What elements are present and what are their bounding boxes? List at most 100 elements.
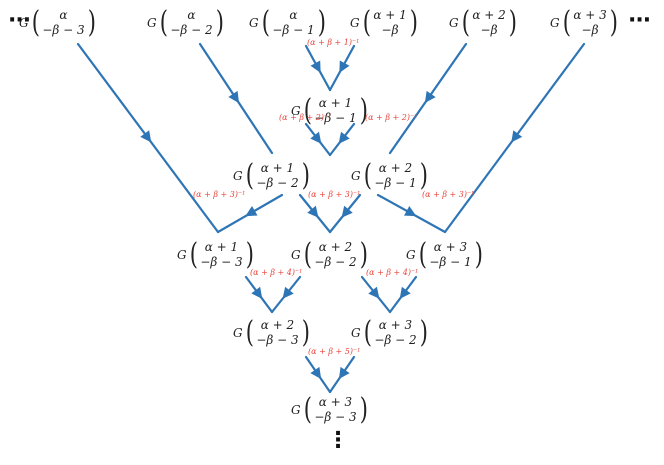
node-g-symbol: G xyxy=(147,16,157,30)
weight-label: (α + β + 3)⁻¹ xyxy=(308,190,361,199)
binomial-node: G(α + 2−β − 2) xyxy=(291,240,369,270)
arrowhead xyxy=(338,366,350,380)
right-paren: ) xyxy=(87,5,96,40)
node-g-symbol: G xyxy=(291,104,301,118)
node-top: α + 1 xyxy=(204,240,239,254)
binomial-node: G(α + 3−β − 1) xyxy=(406,240,484,270)
node-top: α + 1 xyxy=(260,161,295,175)
binomial-node: G(α−β − 3) xyxy=(19,8,97,38)
right-ellipsis: ··· xyxy=(628,8,651,33)
node-stack: α + 3−β xyxy=(572,8,607,38)
node-bottom: −β − 2 xyxy=(314,255,357,269)
right-paren: ) xyxy=(409,5,418,40)
node-g-symbol: G xyxy=(351,326,361,340)
left-paren: ( xyxy=(461,5,470,40)
binomial-node: G(α + 2−β) xyxy=(449,8,518,38)
node-bottom: −β − 2 xyxy=(374,333,417,347)
arrowhead xyxy=(282,286,294,299)
binomial-node: G(α + 1−β − 1) xyxy=(291,96,369,126)
node-top: α + 2 xyxy=(318,240,353,254)
node-top: α xyxy=(187,8,196,22)
binomial-node: G(α + 1−β − 3) xyxy=(177,240,255,270)
left-paren: ( xyxy=(303,237,312,272)
right-paren: ) xyxy=(359,237,368,272)
node-g-symbol: G xyxy=(350,16,360,30)
node-stack: α + 2−β − 2 xyxy=(313,240,357,270)
weight-label: (α + β + 4)⁻¹ xyxy=(250,268,303,277)
node-top: α + 3 xyxy=(433,240,468,254)
left-ellipsis: ··· xyxy=(8,8,31,33)
node-stack: α + 2−β xyxy=(471,8,506,38)
node-bottom: −β − 3 xyxy=(200,255,243,269)
node-stack: α−β − 2 xyxy=(169,8,213,38)
node-g-symbol: G xyxy=(249,16,259,30)
node-bottom: −β − 1 xyxy=(374,176,417,190)
left-paren: ( xyxy=(159,5,168,40)
node-g-symbol: G xyxy=(19,16,29,30)
arrowhead xyxy=(404,206,417,217)
node-top: α + 2 xyxy=(378,161,413,175)
node-stack: α + 1−β − 3 xyxy=(199,240,243,270)
node-g-symbol: G xyxy=(233,169,243,183)
node-top: α + 3 xyxy=(318,395,353,409)
arrowhead xyxy=(310,366,322,380)
left-paren: ( xyxy=(362,5,371,40)
node-stack: α + 3−β − 3 xyxy=(313,395,357,425)
node-stack: α + 1−β − 2 xyxy=(255,161,299,191)
arrowhead xyxy=(338,131,350,144)
node-stack: α + 2−β − 3 xyxy=(255,318,299,348)
left-paren: ( xyxy=(303,93,312,128)
node-g-symbol: G xyxy=(291,248,301,262)
right-paren: ) xyxy=(359,93,368,128)
node-g-symbol: G xyxy=(449,16,459,30)
binomial-node: G(α + 2−β − 1) xyxy=(351,161,429,191)
right-paren: ) xyxy=(301,315,310,350)
arrowhead xyxy=(140,130,152,143)
weight-label: (α + β + 2)⁻¹ xyxy=(279,113,332,122)
arrowhead xyxy=(424,90,436,104)
left-paren: ( xyxy=(31,5,40,40)
node-stack: α + 1−β − 1 xyxy=(313,96,357,126)
left-paren: ( xyxy=(363,158,372,193)
weight-label: (α + β + 4)⁻¹ xyxy=(366,268,419,277)
right-paren: ) xyxy=(245,237,254,272)
node-g-symbol: G xyxy=(291,403,301,417)
binomial-node: G(α + 1−β − 2) xyxy=(233,161,311,191)
weight-label: (α + β + 3)⁻¹ xyxy=(193,190,246,199)
arrowhead xyxy=(310,60,321,73)
node-top: α + 1 xyxy=(373,8,407,22)
binomial-node: G(α + 2−β − 3) xyxy=(233,318,311,348)
arrowhead xyxy=(399,286,411,299)
right-paren: ) xyxy=(508,5,517,40)
node-bottom: −β − 3 xyxy=(256,333,299,347)
arrowhead xyxy=(368,286,380,299)
node-stack: α + 1−β xyxy=(372,8,407,38)
arrowhead xyxy=(228,90,240,104)
left-paren: ( xyxy=(562,5,571,40)
left-paren: ( xyxy=(189,237,198,272)
node-stack: α + 2−β − 1 xyxy=(373,161,417,191)
right-paren: ) xyxy=(317,5,326,40)
node-bottom: −β − 2 xyxy=(256,176,299,190)
node-bottom: −β xyxy=(381,23,399,37)
node-g-symbol: G xyxy=(351,169,361,183)
weight-label: (α + β + 5)⁻¹ xyxy=(308,347,361,356)
bottom-ellipsis: ⋮ xyxy=(327,428,349,453)
binomial-node: G(α + 3−β − 3) xyxy=(291,395,369,425)
node-top: α + 3 xyxy=(573,8,607,22)
binomial-node: G(α−β − 1) xyxy=(249,8,327,38)
binomial-node: G(α + 3−β) xyxy=(550,8,619,38)
left-paren: ( xyxy=(245,158,254,193)
binomial-node: G(α−β − 2) xyxy=(147,8,225,38)
right-paren: ) xyxy=(474,237,483,272)
node-g-symbol: G xyxy=(233,326,243,340)
node-top: α + 1 xyxy=(318,96,353,110)
binomial-node: G(α + 3−β − 2) xyxy=(351,318,429,348)
left-paren: ( xyxy=(363,315,372,350)
node-stack: α + 3−β − 2 xyxy=(373,318,417,348)
node-stack: α−β − 3 xyxy=(41,8,85,38)
left-paren: ( xyxy=(261,5,270,40)
node-top: α + 2 xyxy=(260,318,295,332)
left-paren: ( xyxy=(418,237,427,272)
